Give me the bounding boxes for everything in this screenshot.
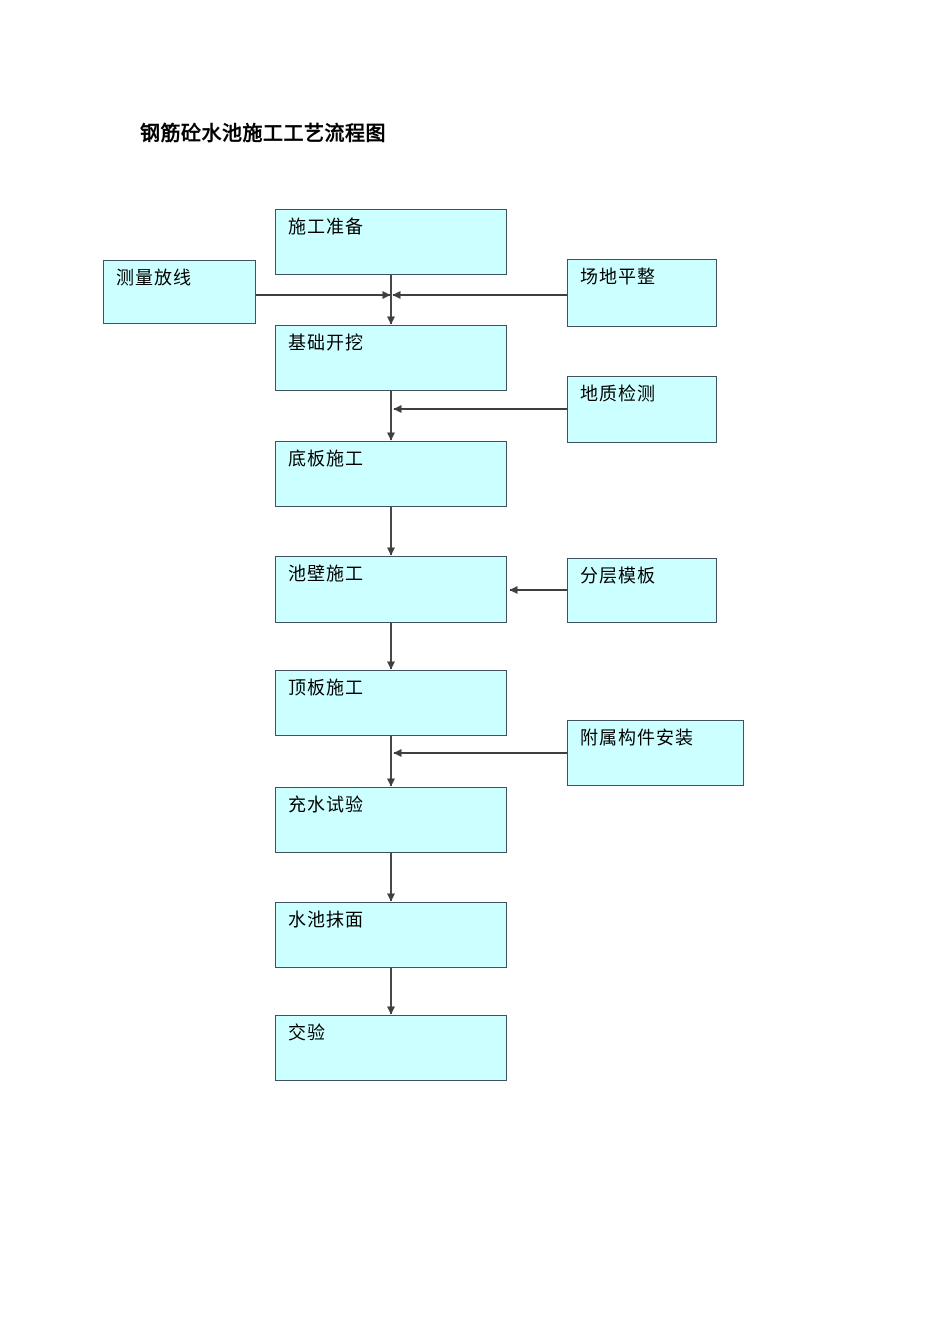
node-label: 基础开挖: [288, 333, 364, 354]
node-dingban-shigong[interactable]: 顶板施工: [275, 670, 507, 736]
node-label: 地质检测: [580, 384, 656, 405]
node-label: 施工准备: [288, 217, 364, 238]
node-shigong-zhunbei[interactable]: 施工准备: [275, 209, 507, 275]
node-shuichi-momian[interactable]: 水池抹面: [275, 902, 507, 968]
node-label: 充水试验: [288, 795, 364, 816]
node-label: 测量放线: [116, 268, 192, 289]
node-label: 分层模板: [580, 566, 656, 587]
node-celiang-fangxian[interactable]: 测量放线: [103, 260, 256, 324]
node-label: 交验: [288, 1023, 326, 1044]
node-label: 水池抹面: [288, 910, 364, 931]
node-changdi-pingzheng[interactable]: 场地平整: [567, 259, 717, 327]
node-label: 顶板施工: [288, 678, 364, 699]
node-fenceng-muban[interactable]: 分层模板: [567, 558, 717, 623]
node-chongshui-shiyan[interactable]: 充水试验: [275, 787, 507, 853]
node-jichu-kaiwa[interactable]: 基础开挖: [275, 325, 507, 391]
node-label: 底板施工: [288, 449, 364, 470]
node-fushu-goujian-anzhuang[interactable]: 附属构件安装: [567, 720, 744, 786]
node-label: 附属构件安装: [580, 728, 694, 749]
node-label: 场地平整: [580, 267, 656, 288]
node-label: 池壁施工: [288, 564, 364, 585]
node-dizhi-jiance[interactable]: 地质检测: [567, 376, 717, 443]
page-title: 钢筋砼水池施工工艺流程图: [140, 121, 386, 145]
node-jiaoyan[interactable]: 交验: [275, 1015, 507, 1081]
node-diban-shigong[interactable]: 底板施工: [275, 441, 507, 507]
node-chibi-shigong[interactable]: 池壁施工: [275, 556, 507, 623]
